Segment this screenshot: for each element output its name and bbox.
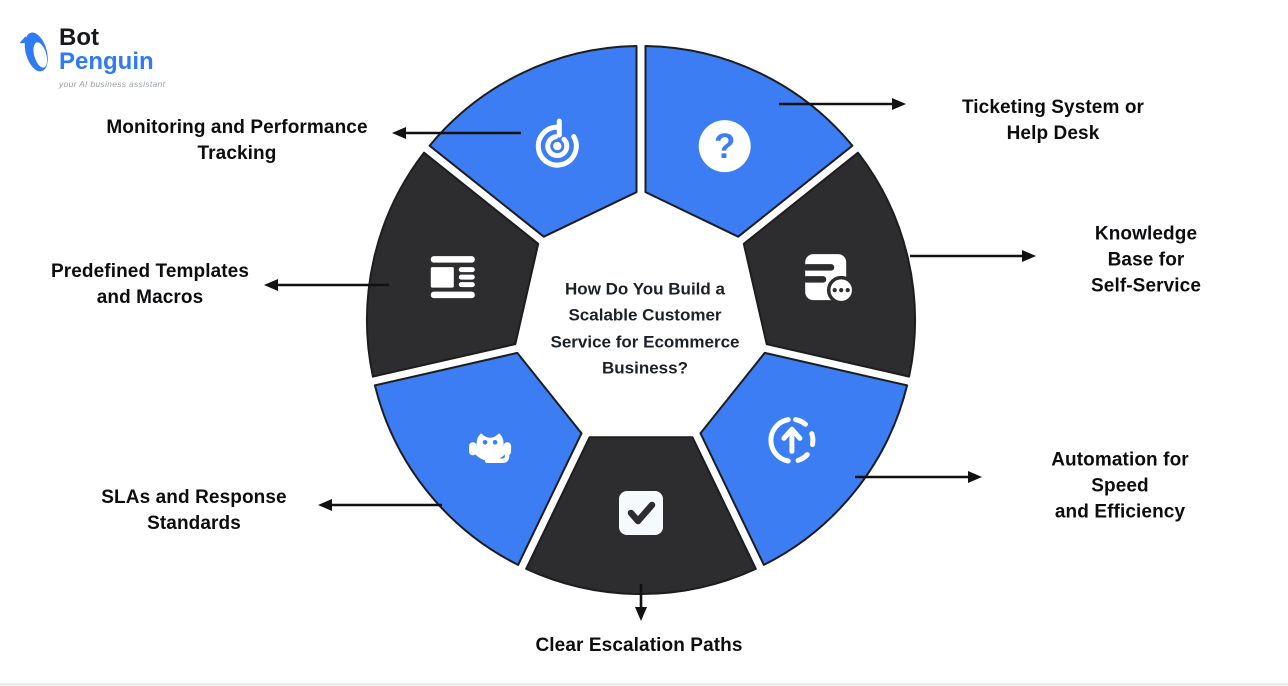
label-clear-escalation: Clear Escalation Paths [535, 634, 743, 656]
template-layout-icon [430, 256, 475, 299]
wheel-center-title: How Do You Build a Scalable Customer Ser… [550, 279, 740, 378]
label-automation: Automation for Speed and Efficiency [1051, 449, 1189, 524]
label-slas: SLAs and Response Standards [101, 486, 287, 534]
wedge-monitoring [428, 45, 638, 238]
logo-tagline: your AI business assistant [59, 78, 166, 89]
botpenguin-logo: Bot Penguin your AI business assistant [20, 24, 166, 89]
wedge-templates [366, 151, 540, 378]
wedge-slas [373, 351, 583, 566]
bottom-page-edge [0, 683, 1288, 686]
label-monitoring: Monitoring and Performance Tracking [106, 116, 368, 164]
logo-text-bot: Bot [59, 24, 99, 51]
question-icon [698, 120, 751, 173]
label-ticketing-system: Ticketing System or Help Desk [961, 96, 1145, 144]
penguin-icon [20, 32, 48, 72]
label-templates: Predefined Templates and Macros [50, 260, 250, 308]
checkmark-icon [619, 491, 663, 535]
knowledge-doc-icon [801, 252, 856, 305]
logo-text-penguin: Penguin [59, 48, 154, 76]
label-knowledge-base: Knowledge Base for Self-Service [1091, 223, 1201, 298]
